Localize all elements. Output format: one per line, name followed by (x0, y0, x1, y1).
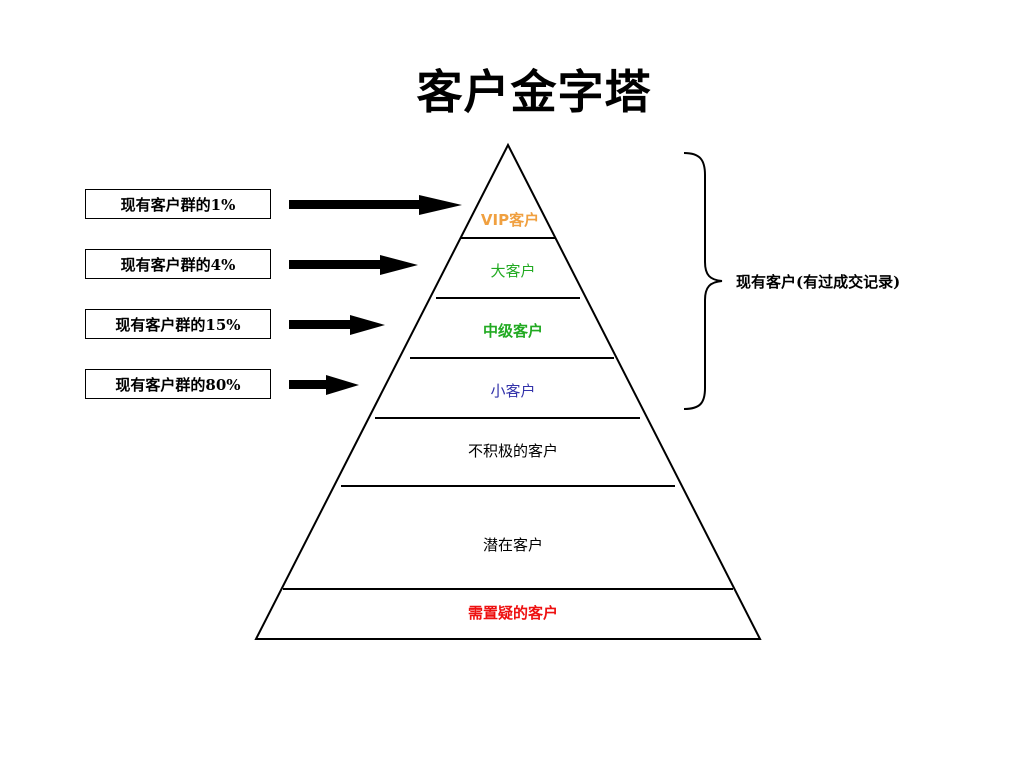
tier-label-small: 小客户 (490, 382, 536, 400)
curly-bracket (683, 152, 723, 410)
tier-label-mid: 中级客户 (482, 322, 543, 340)
tier-label-doubtful: 需置疑的客户 (467, 604, 558, 622)
tier-label-potential: 潜在客户 (482, 536, 543, 554)
page-title: 客户金字塔 (416, 65, 652, 119)
tier-label-inactive: 不积极的客户 (467, 442, 558, 460)
percent-box-large: 现有客户群的4% (85, 249, 271, 279)
tier-label-vip: VIP客户 (480, 211, 540, 229)
arrow-1 (289, 195, 462, 215)
arrow-4 (289, 375, 359, 395)
tier-label-large: 大客户 (490, 262, 536, 280)
bracket-label: 现有客户(有过成交记录) (736, 273, 901, 291)
percent-box-vip: 现有客户群的1% (85, 189, 271, 219)
percent-box-small: 现有客户群的80% (85, 369, 271, 399)
percent-box-mid: 现有客户群的15% (85, 309, 271, 339)
pyramid-outline (254, 142, 762, 640)
arrow-2 (289, 255, 418, 275)
arrow-3 (289, 315, 385, 335)
